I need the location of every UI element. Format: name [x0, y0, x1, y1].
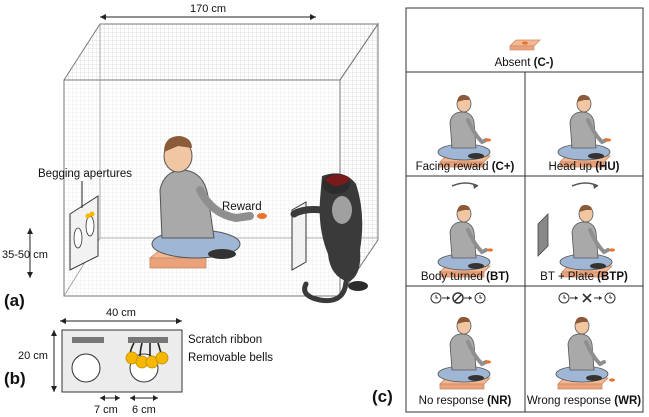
cross-icon: [582, 293, 592, 303]
clock-icon: [430, 292, 442, 304]
seated-person: [148, 136, 254, 269]
scratch-ribbon-right: [128, 337, 168, 343]
cond-no-response-text: No response (NR): [419, 395, 512, 407]
scratch-ribbon-label: Scratch ribbon: [188, 334, 262, 346]
cell-body-turned: Body turned (BT): [421, 182, 509, 283]
cond-bt-plate-text: BT + Plate (BTP): [540, 271, 628, 283]
cond-absent-text: Absent (C-): [495, 57, 554, 69]
panel-a: 170 cm Begging apertures: [2, 3, 379, 310]
dim-a-label: 7 cm: [94, 404, 118, 416]
clock-icon: [474, 292, 486, 304]
panel-b: 40 cm Scratch ribbon Removable bells 20 …: [4, 307, 273, 416]
clock-icon: [558, 292, 570, 304]
dim-b-label: 6 cm: [132, 404, 156, 416]
height-arrow-heads: [27, 228, 33, 278]
cell-wrong-response: Wrong response (WR): [527, 292, 641, 407]
cond-head-up-text: Head up (HU): [549, 161, 620, 173]
cell-absent: Absent (C-): [495, 39, 554, 69]
cond-body-turned-text: Body turned (BT): [421, 271, 509, 283]
rotation-arrow-icon: [571, 182, 599, 187]
monkey: [290, 173, 368, 304]
no-symbol-icon: [452, 292, 464, 304]
height-dimension-label: 35-50 cm: [2, 249, 48, 261]
cell-facing-reward: Facing reward (C+): [416, 92, 515, 173]
cell-head-up: Head up (HU): [549, 92, 620, 173]
cond-facing-reward-text: Facing reward (C+): [416, 161, 515, 173]
left-aperture-panel: [69, 195, 99, 271]
panel-a-label: (a): [4, 291, 25, 310]
removable-bells-label: Removable bells: [188, 352, 273, 364]
panel-b-label: (b): [4, 369, 26, 388]
b-width-label: 40 cm: [106, 307, 136, 319]
aperture-left: [71, 353, 101, 383]
clock-icon: [604, 292, 616, 304]
reward-item: [257, 213, 267, 219]
panel-c: Absent (C-) Facing reward (C+) Head up (…: [372, 7, 644, 413]
width-dimension-label: 170 cm: [190, 3, 226, 15]
rotation-arrow-icon: [451, 182, 479, 187]
cell-bt-plate: BT + Plate (BTP): [537, 182, 628, 283]
plate: [537, 213, 549, 257]
removable-bells: [125, 342, 169, 369]
scratch-ribbon-left: [72, 337, 104, 343]
right-aperture-panel: [291, 201, 307, 271]
reward-label: Reward: [222, 201, 262, 213]
panel-c-label: (c): [372, 387, 393, 406]
begging-apertures-label: Begging apertures: [38, 168, 132, 180]
cond-wrong-response-text: Wrong response (WR): [527, 395, 641, 407]
b-height-label: 20 cm: [18, 350, 48, 362]
cell-no-response: No response (NR): [419, 292, 512, 407]
dim-a-arrows: [100, 395, 120, 401]
